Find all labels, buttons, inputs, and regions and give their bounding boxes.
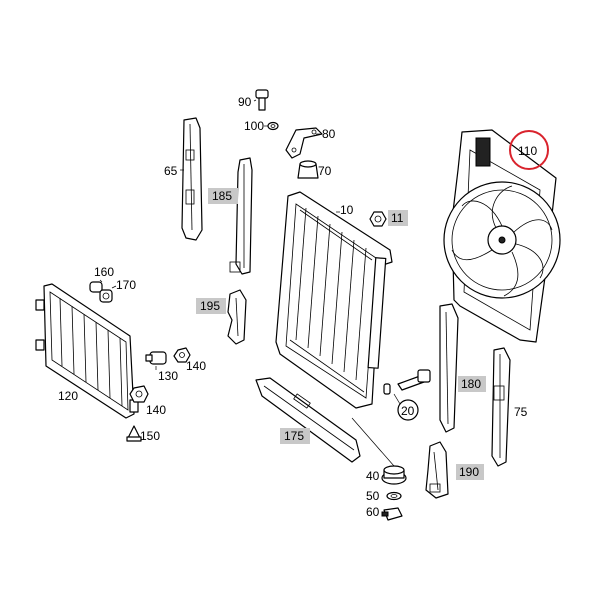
label-70: 70: [318, 164, 332, 178]
bracket-65: [181, 117, 203, 241]
bracket-180: [439, 303, 459, 433]
bolt-90: [255, 89, 269, 111]
label-140-a: 140: [186, 359, 206, 373]
cover-175: [255, 377, 361, 463]
bracket-185: [229, 157, 253, 275]
nut-11: [369, 211, 387, 227]
label-120: 120: [58, 389, 78, 403]
washer-100: [267, 121, 279, 131]
clip-60: [381, 507, 403, 521]
label-185: 185: [212, 189, 232, 203]
drain-plug-20: [383, 369, 431, 421]
label-190-box: [456, 464, 484, 480]
label-11-box: [388, 210, 408, 226]
mount-70: [297, 160, 319, 179]
mount-130: [145, 351, 167, 365]
label-175: 175: [284, 429, 304, 443]
label-100: 100: [244, 119, 264, 133]
label-110: 110: [518, 144, 537, 158]
bracket-195: [227, 289, 247, 345]
label-175-box: [280, 428, 310, 444]
grommet-170: [99, 289, 113, 303]
condenser-120: [35, 283, 139, 419]
label-40: 40: [366, 469, 380, 483]
label-65: 65: [164, 164, 178, 178]
label-180: 180: [461, 377, 481, 391]
label-75: 75: [514, 405, 528, 419]
label-170: 170: [116, 278, 136, 292]
nut-140-a: [173, 347, 191, 363]
nut-140-b: [129, 385, 149, 403]
label-195: 195: [200, 299, 220, 313]
fan-shroud-110: [443, 129, 561, 343]
label-60: 60: [366, 505, 380, 519]
bracket-80: [285, 127, 323, 159]
cap-160: [89, 281, 103, 293]
label-11: 11: [391, 211, 404, 225]
label-80: 80: [322, 127, 336, 141]
washer-50: [386, 491, 402, 501]
plug-150: [126, 425, 142, 442]
label-185-box: [208, 188, 238, 204]
radiator-10: [275, 191, 393, 409]
label-140-b: 140: [146, 403, 166, 417]
label-190: 190: [459, 465, 479, 479]
bracket-190: [425, 441, 449, 499]
mount-40: [381, 465, 407, 485]
label-10: 10: [340, 203, 354, 217]
label-20: 20: [401, 404, 415, 418]
label-160: 160: [94, 265, 114, 279]
label-195-box: [196, 298, 226, 314]
label-90: 90: [238, 95, 252, 109]
bracket-75: [491, 347, 511, 467]
label-180-box: [458, 376, 486, 392]
label-50: 50: [366, 489, 380, 503]
highlight-ring-110: [509, 130, 549, 170]
label-150: 150: [140, 429, 160, 443]
label-130: 130: [158, 369, 178, 383]
